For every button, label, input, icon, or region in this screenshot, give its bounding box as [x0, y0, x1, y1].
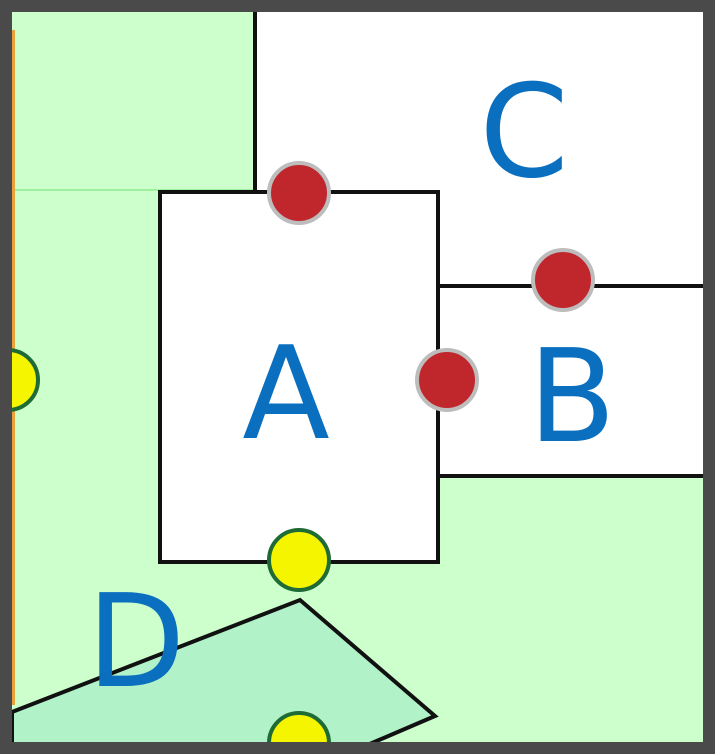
red-marker-a-right	[415, 348, 479, 412]
region-label-d: D	[87, 568, 186, 717]
region-label-a: A	[242, 320, 330, 469]
region-label-b: B	[528, 323, 616, 472]
region-b	[438, 286, 704, 476]
yellow-marker-a-bottom	[267, 528, 331, 592]
red-marker-a-top	[267, 161, 331, 225]
region-a	[158, 190, 440, 564]
red-marker-b-top	[531, 248, 595, 312]
region-label-c: C	[479, 58, 568, 207]
